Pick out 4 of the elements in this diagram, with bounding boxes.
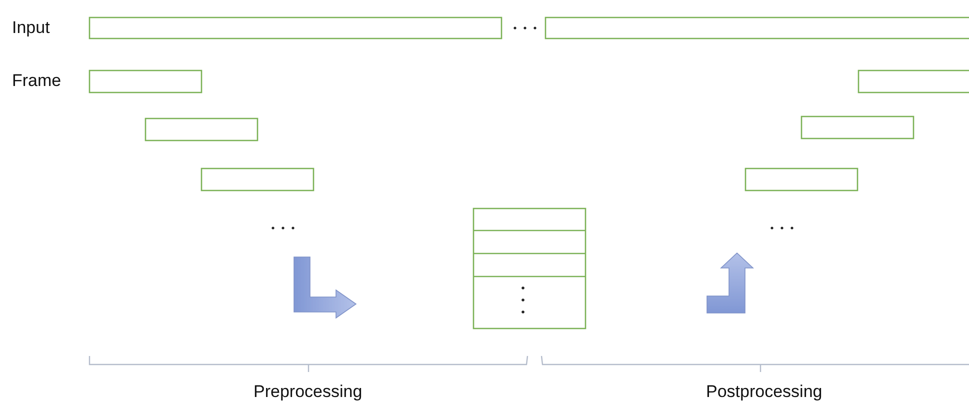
row-label: Frame (12, 71, 62, 91)
row-label: Input (12, 18, 50, 38)
stage-label: Postprocessing (706, 382, 822, 402)
stage-label: Preprocessing (254, 382, 362, 402)
